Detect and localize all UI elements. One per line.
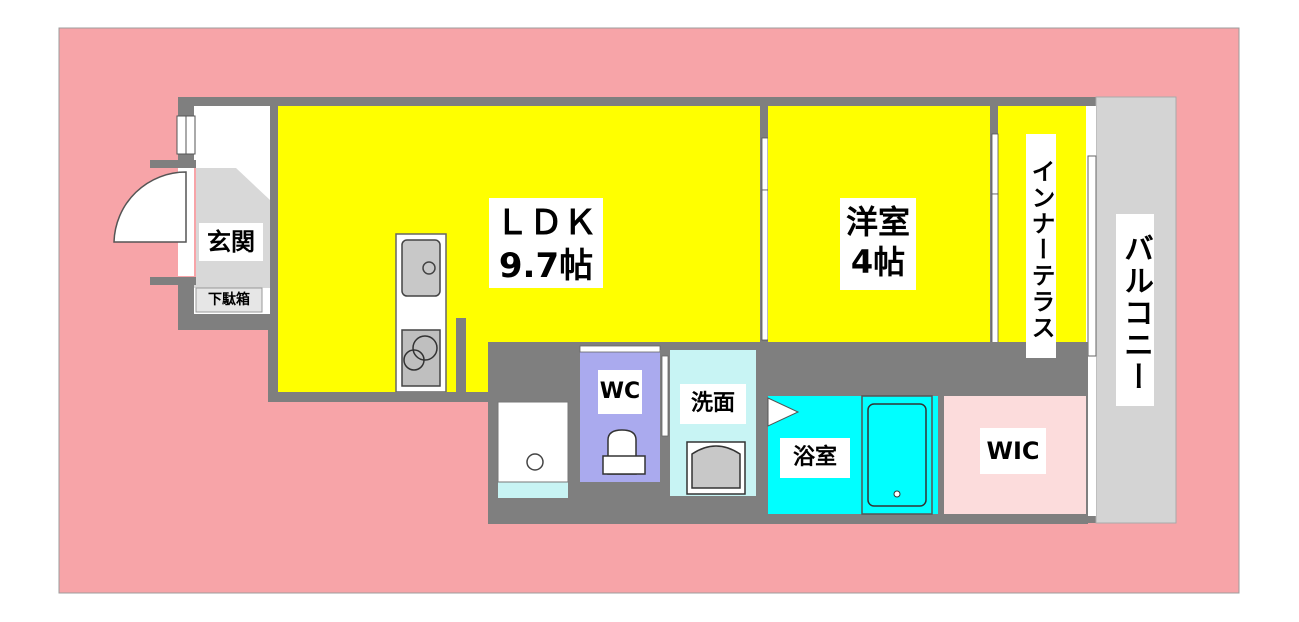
inner-terrace-label: インナーテラス [1026, 134, 1056, 358]
ldk-label: ＬＤＫ 9.7帖 [489, 198, 603, 288]
ldk-name: ＬＤＫ [495, 203, 597, 243]
shoe-box-label: 下駄箱 [208, 292, 250, 308]
western-room-size: 4帖 [850, 243, 906, 281]
sink-drain-icon [422, 261, 436, 275]
balcony-label: バルコニー [1116, 214, 1154, 406]
entrance-door-swing [113, 171, 187, 243]
burner-icon [412, 335, 438, 361]
tub-drain-icon [893, 490, 901, 498]
shoe-box [195, 287, 263, 313]
western-room-label: 洋室 4帖 [840, 198, 916, 290]
bathroom-label: 浴室 [780, 438, 850, 478]
ldk-size: 9.7帖 [498, 245, 594, 286]
drain-icon [526, 453, 544, 471]
washroom-label: 洗面 [680, 384, 746, 424]
basin-bowl-icon [691, 445, 741, 489]
wic-label: WIC [980, 428, 1046, 474]
bath-door-icon [767, 397, 800, 427]
burner-icon [403, 349, 425, 371]
western-room-name: 洋室 [845, 203, 910, 241]
wc-label: WC [598, 370, 642, 414]
kitchen-sink [401, 239, 441, 297]
entrance-label: 玄関 [199, 223, 263, 261]
stove [401, 329, 441, 387]
